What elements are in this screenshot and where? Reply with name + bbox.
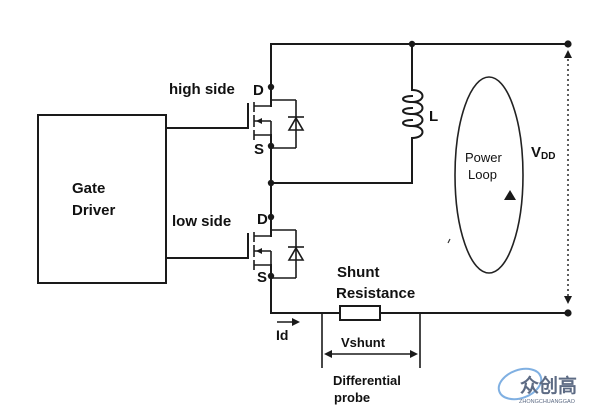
vdd-label-subscript: DD <box>541 151 555 162</box>
high-side-source-label: S <box>254 141 264 158</box>
high-side-drain-label: D <box>253 82 264 99</box>
vdd-label: VDD <box>531 144 555 162</box>
terminal-vdd-bottom <box>564 309 572 317</box>
vshunt-label: Vshunt <box>341 335 386 350</box>
gate-driver-label-2: Driver <box>72 202 116 219</box>
power-loop-label-1: Power <box>465 150 503 165</box>
low-side-label: low side <box>172 213 231 230</box>
id-label: Id <box>276 327 288 343</box>
inductor-label: L <box>429 108 438 125</box>
junction-high-source <box>267 142 275 150</box>
gate-driver-label-1: Gate <box>72 180 105 197</box>
vdd-arrow-bottom <box>564 296 572 304</box>
power-loop-ellipse <box>454 76 524 274</box>
low-side-drain-label: D <box>257 211 268 228</box>
power-loop-small-mark <box>447 238 451 244</box>
gate-driver-box <box>37 114 167 284</box>
junction-switch-node <box>267 179 275 187</box>
low-side-source-label: S <box>257 269 267 286</box>
vdd-label-main: V <box>531 144 541 161</box>
shunt-resistor <box>339 305 381 321</box>
junction-low-source <box>267 272 275 280</box>
id-current-arrow-head <box>292 318 300 326</box>
high-side-body-diode <box>287 116 305 131</box>
probe-label-1: Differential <box>333 373 401 388</box>
high-side-label: high side <box>169 81 235 98</box>
high-side-mosfet <box>247 99 305 149</box>
shunt-label-1: Shunt <box>337 264 380 281</box>
junction-top-drain <box>267 83 275 91</box>
power-loop-arrow <box>504 190 516 200</box>
watermark-brand: 众创高 <box>520 374 577 397</box>
low-side-mosfet <box>247 229 305 279</box>
terminal-vdd-top <box>564 40 572 48</box>
vshunt-arrow-right <box>410 350 418 358</box>
vshunt-arrow-left <box>324 350 332 358</box>
watermark-logo: 众创高 ZHONGCHUANGGAO <box>497 367 577 405</box>
probe-label-2: probe <box>334 390 370 405</box>
inductor-coil <box>402 88 424 140</box>
junction-inductor-top <box>408 40 416 48</box>
vdd-arrow-top <box>564 50 572 58</box>
watermark-logo-swoosh <box>497 367 543 401</box>
watermark-subtext: ZHONGCHUANGGAO <box>519 399 576 405</box>
junction-low-drain <box>267 213 275 221</box>
shunt-label-2: Resistance <box>336 285 415 302</box>
low-side-body-diode <box>287 246 305 261</box>
power-loop-label-2: Loop <box>468 167 497 182</box>
